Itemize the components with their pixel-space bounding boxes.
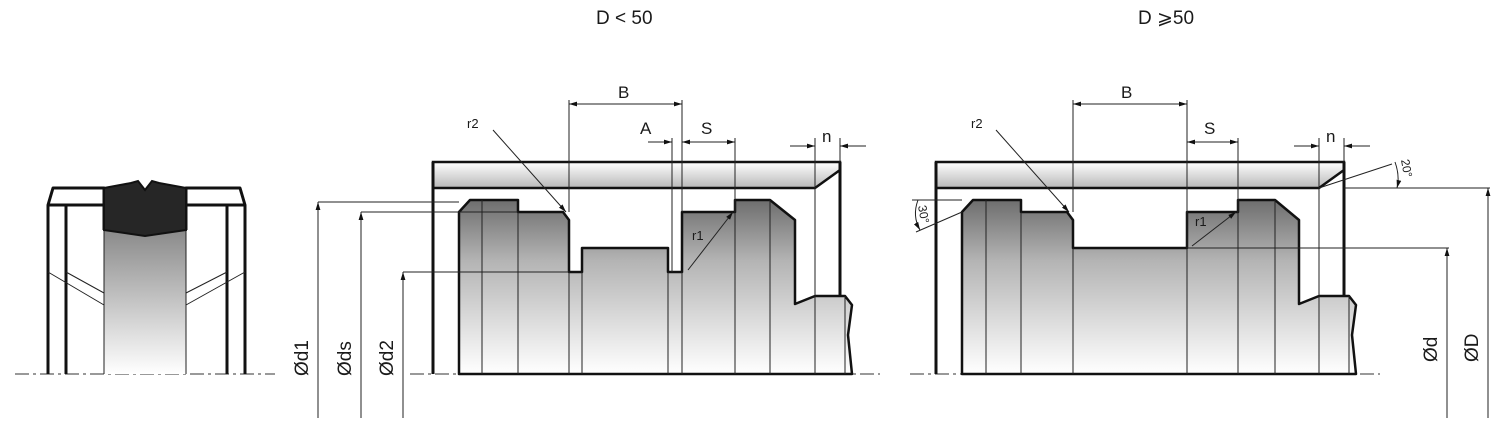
right-label-r1: r1 xyxy=(1195,214,1207,229)
left-dim-d2: Ød2 xyxy=(377,340,398,376)
left-dim-d1: Ød1 xyxy=(292,340,313,376)
left-dim-S: S xyxy=(701,119,712,138)
left-dim-A: A xyxy=(640,119,652,138)
left-dim-n: n xyxy=(822,127,831,146)
left-housing-bar xyxy=(431,160,842,190)
left-label-r1: r1 xyxy=(692,228,704,243)
right-dim-S: S xyxy=(1204,119,1215,138)
right-housing-bar xyxy=(934,160,1346,190)
seal-cross-section xyxy=(15,179,275,375)
left-dim-ds: Øds xyxy=(335,341,356,376)
right-label-r2: r2 xyxy=(971,116,983,131)
right-dim-d: Ød xyxy=(1421,337,1442,362)
heading-d-ge-50: D ⩾50 xyxy=(1138,8,1194,29)
heading-d-less-50: D < 50 xyxy=(596,8,653,29)
right-angle-30: 30° xyxy=(915,204,932,224)
right-dim-n: n xyxy=(1326,127,1335,146)
right-dim-D: ØD xyxy=(1462,334,1483,363)
right-dim-B: B xyxy=(1121,83,1132,102)
left-label-r2: r2 xyxy=(467,116,479,131)
seal-ring xyxy=(103,179,187,238)
right-angle-20: 20° xyxy=(1398,158,1415,178)
right-view xyxy=(910,100,1490,376)
left-view xyxy=(318,100,880,376)
left-dim-B: B xyxy=(618,83,629,102)
